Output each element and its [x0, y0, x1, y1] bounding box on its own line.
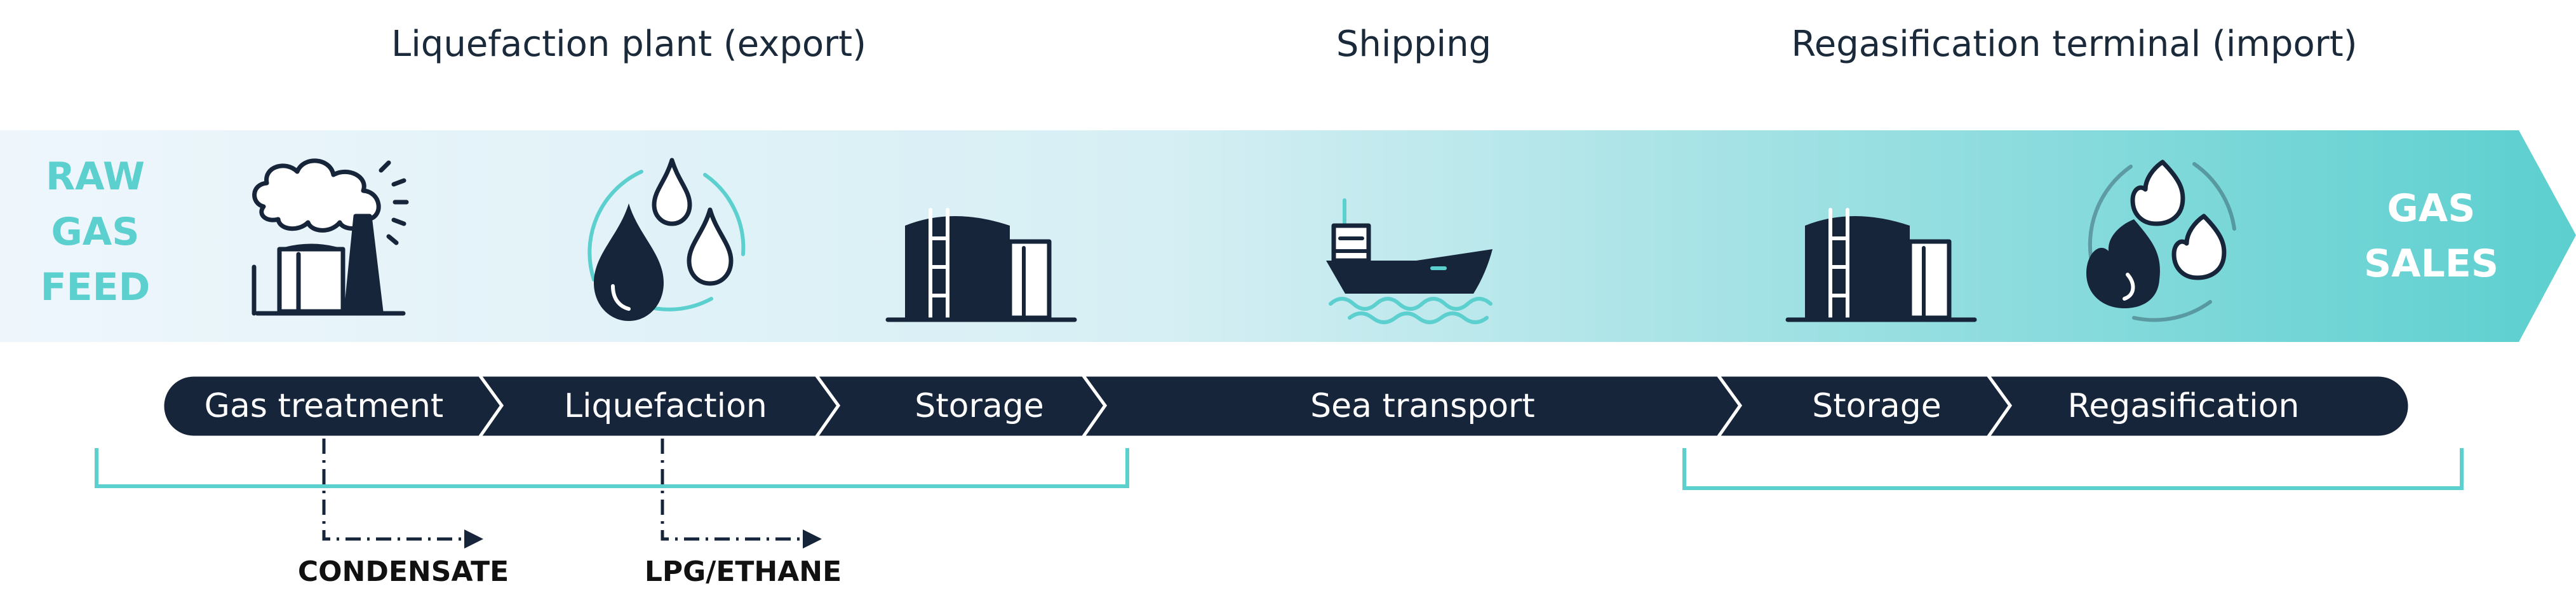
gas-plant-icon — [252, 158, 409, 316]
byproduct-condensate: CONDENSATE — [298, 556, 509, 588]
storage-tank-icon — [885, 208, 1077, 322]
lng-ship-icon — [1326, 198, 1493, 324]
step-label-sea-transport: Sea transport — [1310, 387, 1535, 425]
condensate-connector — [322, 439, 483, 549]
gas-sales-line-1: GAS — [2387, 186, 2476, 231]
raw-gas-feed-label: RAW GAS FEED — [41, 154, 151, 310]
byproduct-lpg-ethane: LPG/ETHANE — [645, 556, 842, 588]
step-regasification — [1985, 373, 2412, 439]
raw-gas-feed-line-1: RAW — [46, 154, 145, 199]
section-title-liquefaction: Liquefaction plant (export) — [391, 24, 866, 65]
step-label-regasification: Regasification — [2067, 387, 2299, 425]
gas-sales-label: GAS SALES — [2364, 186, 2499, 286]
step-gas-treatment — [161, 373, 504, 439]
import-section-bracket — [1682, 448, 2464, 490]
liquid-droplets-icon — [587, 158, 746, 321]
raw-gas-feed-line-3: FEED — [41, 265, 151, 310]
step-label-storage-import: Storage — [1812, 387, 1941, 425]
raw-gas-feed-line-2: GAS — [51, 210, 140, 254]
export-section-bracket — [95, 448, 1129, 488]
step-label-storage-export: Storage — [915, 387, 1043, 425]
step-label-gas-treatment: Gas treatment — [205, 387, 444, 425]
step-label-liquefaction: Liquefaction — [564, 387, 767, 425]
gas-sales-line-2: SALES — [2364, 242, 2499, 286]
storage-tank-icon — [1785, 208, 1977, 322]
gas-flames-icon — [2086, 160, 2236, 322]
section-title-regasification: Regasification terminal (import) — [1791, 24, 2357, 65]
lpg-ethane-connector — [661, 439, 822, 549]
section-title-shipping: Shipping — [1336, 24, 1491, 65]
